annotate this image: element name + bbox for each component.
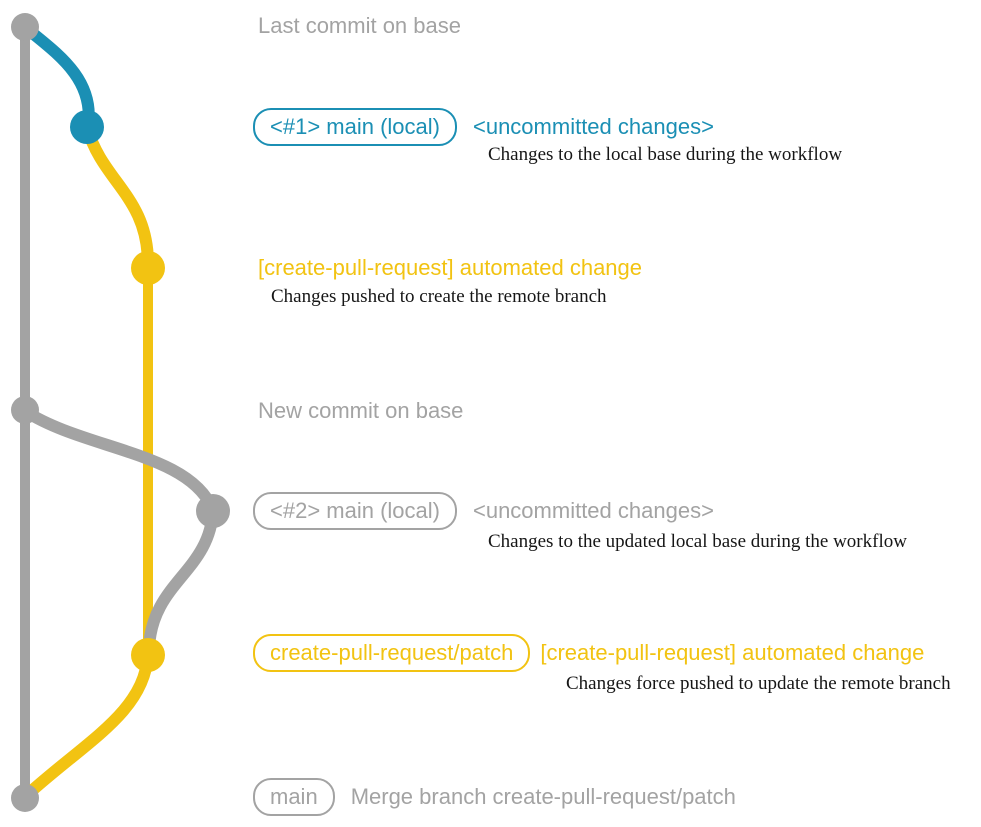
- note-uncommitted-2: Changes to the updated local base during…: [488, 531, 907, 552]
- commit-dot-new-base: [11, 396, 39, 424]
- commit-dot-automated-change-1: [131, 251, 165, 285]
- commit-dot-uncommitted-2: [196, 494, 230, 528]
- commit-dot-uncommitted-1: [70, 110, 104, 144]
- patch-merge-curve: [21, 649, 154, 801]
- commit-message-uncommitted-2: <uncommitted changes>: [472, 498, 714, 523]
- branch-tag-main-local-2: <#2> main (local): [253, 492, 457, 530]
- commit-message-merge: Merge branch create-pull-request/patch: [350, 784, 736, 809]
- section-merge: main Merge branch create-pull-request/pa…: [253, 777, 736, 817]
- main-local-1-branch-curve: [19, 21, 95, 132]
- new-commit-label: New commit on base: [258, 398, 464, 423]
- branch-tag-main-local-1: <#1> main (local): [253, 108, 457, 146]
- patch-branch-out-curve: [81, 121, 154, 270]
- note-automated-1: Changes pushed to create the remote bran…: [271, 286, 607, 307]
- main-local-2-update-curve: [143, 504, 219, 654]
- branch-tag-patch: create-pull-request/patch: [253, 634, 531, 672]
- commit-message-uncommitted-1: <uncommitted changes>: [472, 114, 714, 139]
- section-automated-change-2: create-pull-request/patch [create-pull-r…: [253, 633, 924, 673]
- commit-dot-last-base: [11, 13, 39, 41]
- section-main-local-2: <#2> main (local) <uncommitted changes>: [253, 491, 714, 531]
- note-automated-2: Changes force pushed to update the remot…: [566, 673, 951, 694]
- commit-dot-merge: [11, 784, 39, 812]
- section-main-local-1: <#1> main (local) <uncommitted changes>: [253, 107, 714, 147]
- note-uncommitted-1: Changes to the local base during the wor…: [488, 144, 843, 165]
- section-automated-change-1: [create-pull-request] automated change: [258, 248, 642, 288]
- commit-message-automated-2: [create-pull-request] automated change: [540, 640, 925, 665]
- last-commit-label: Last commit on base: [258, 13, 461, 38]
- branch-tag-main: main: [253, 778, 335, 816]
- commit-dot-automated-change-2: [131, 638, 165, 672]
- git-graph: [11, 13, 230, 812]
- commit-message-automated-1: [create-pull-request] automated change: [258, 255, 643, 280]
- main-local-2-branch-curve: [19, 405, 219, 516]
